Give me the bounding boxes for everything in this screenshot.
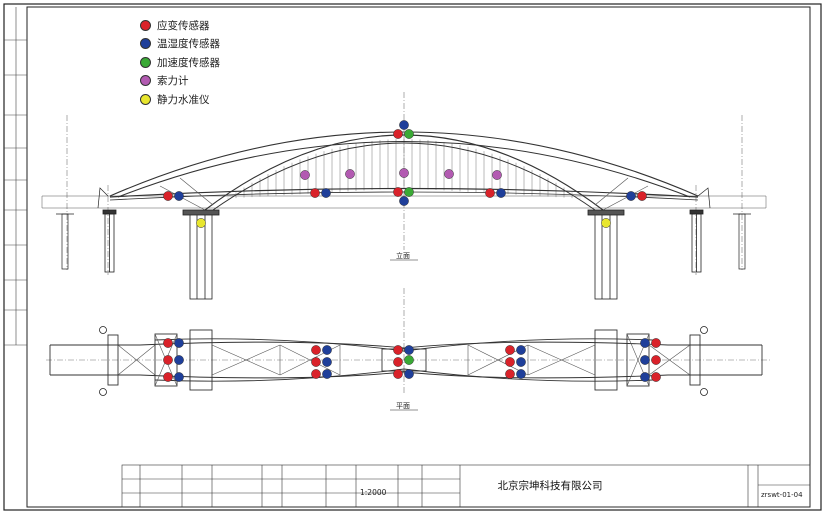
sensor-marker	[163, 191, 173, 201]
sensor-marker	[640, 372, 650, 382]
legend-item: 索力计	[140, 72, 220, 91]
sensor-marker	[516, 357, 526, 367]
sensor-marker	[311, 369, 321, 379]
sensor-marker	[322, 345, 332, 355]
sensor-marker	[404, 345, 414, 355]
sensor-marker	[505, 345, 515, 355]
sensor-marker	[444, 169, 454, 179]
sensor-markers	[163, 120, 661, 382]
legend-item: 加速度传感器	[140, 53, 220, 72]
company-name: 北京宗坤科技有限公司	[497, 480, 603, 492]
sensor-marker	[163, 372, 173, 382]
sensor-marker	[174, 338, 184, 348]
drawing-number: zrswt-01-04	[761, 491, 803, 499]
sensor-marker	[196, 218, 206, 228]
sensor-marker	[393, 369, 403, 379]
elevation-label: 立面	[396, 251, 410, 260]
sensor-marker	[393, 357, 403, 367]
sensor-marker	[393, 345, 403, 355]
sensor-marker	[174, 355, 184, 365]
elevation-view: 立面	[41, 92, 767, 300]
sensor-marker	[311, 345, 321, 355]
title-block	[121, 464, 811, 508]
sensor-marker	[496, 188, 506, 198]
legend-item: 静力水准仪	[140, 90, 220, 109]
sensor-marker	[637, 191, 647, 201]
sensor-marker	[393, 129, 403, 139]
sensor-marker	[322, 369, 332, 379]
sensor-marker	[601, 218, 611, 228]
legend-swatch	[140, 93, 151, 105]
legend-swatch	[140, 38, 151, 50]
legend-item: 应变传感器	[140, 16, 220, 35]
sensor-marker	[516, 369, 526, 379]
sensor-marker	[174, 191, 184, 201]
sensor-marker	[163, 355, 173, 365]
sensor-marker	[399, 168, 409, 178]
sensor-marker	[640, 355, 650, 365]
legend-swatch	[140, 56, 151, 68]
sensor-marker	[505, 357, 515, 367]
sensor-marker	[174, 372, 184, 382]
sensor-marker	[399, 196, 409, 206]
sensor-marker	[404, 187, 414, 197]
sensor-marker	[321, 188, 331, 198]
sensor-marker	[626, 191, 636, 201]
legend-label: 加速度传感器	[157, 56, 220, 69]
sensor-marker	[640, 338, 650, 348]
plan-label: 平面	[396, 402, 410, 410]
legend-item: 温湿度传感器	[140, 35, 220, 54]
sensor-marker	[322, 357, 332, 367]
legend-label: 温湿度传感器	[157, 38, 220, 51]
sensor-marker	[516, 345, 526, 355]
sensor-marker	[651, 338, 661, 348]
sensor-marker	[492, 170, 502, 180]
sensor-legend: 应变传感器温湿度传感器加速度传感器索力计静力水准仪	[140, 16, 220, 109]
sensor-marker	[505, 369, 515, 379]
sensor-marker	[651, 355, 661, 365]
sensor-marker	[404, 355, 414, 365]
sensor-marker	[310, 188, 320, 198]
sensor-marker	[393, 187, 403, 197]
sensor-marker	[300, 170, 310, 180]
legend-label: 应变传感器	[157, 19, 210, 32]
sensor-marker	[163, 338, 173, 348]
legend-swatch	[140, 75, 151, 87]
sensor-marker	[651, 372, 661, 382]
sensor-marker	[404, 129, 414, 139]
sensor-marker	[399, 120, 409, 130]
left-margin-strip	[4, 7, 27, 346]
sensor-marker	[345, 169, 355, 179]
sensor-marker	[404, 369, 414, 379]
legend-label: 静力水准仪	[157, 93, 210, 106]
drawing-scale: 1:2000	[360, 488, 387, 497]
sensor-marker	[485, 188, 495, 198]
legend-swatch	[140, 19, 151, 31]
sensor-marker	[311, 357, 321, 367]
legend-label: 索力计	[157, 75, 189, 88]
